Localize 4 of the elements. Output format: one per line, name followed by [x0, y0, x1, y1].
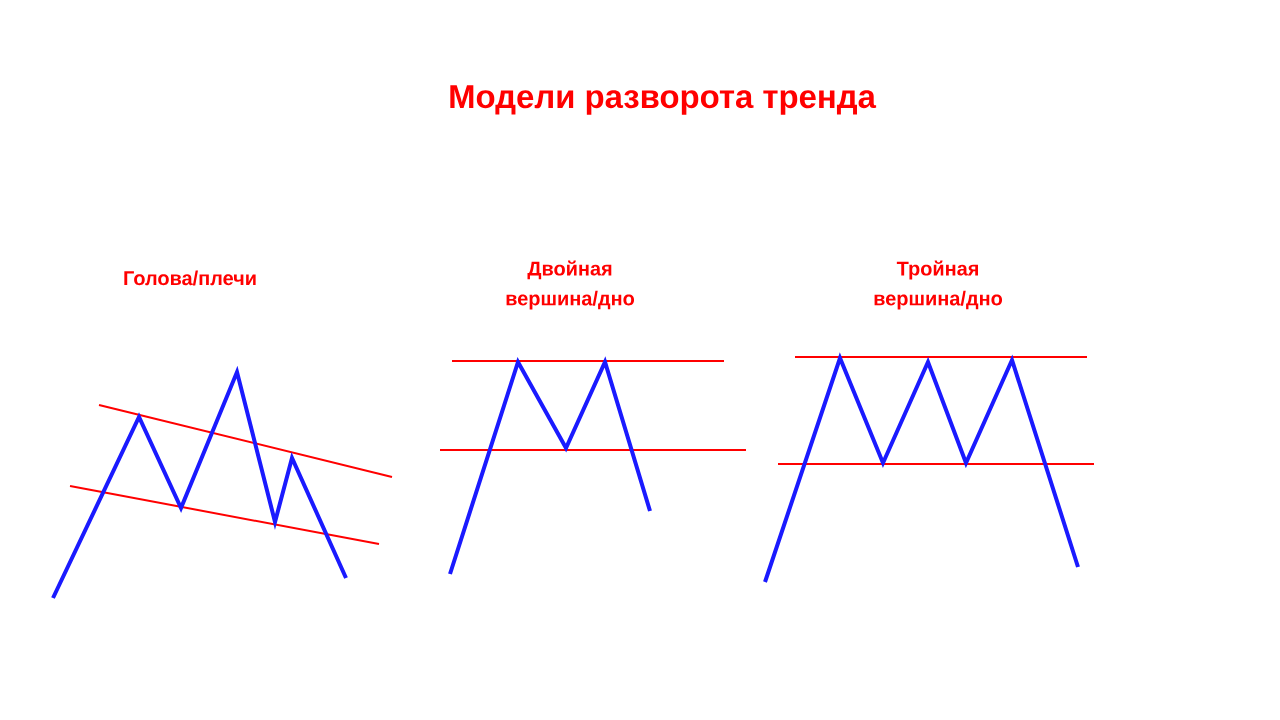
- pattern-label: Тройная вершина/дно: [874, 260, 1003, 310]
- pattern-label: Голова/плечи: [124, 270, 256, 286]
- title: Модели разворота тренда: [450, 85, 877, 115]
- pattern-label: Двойная вершина/дно: [506, 260, 635, 310]
